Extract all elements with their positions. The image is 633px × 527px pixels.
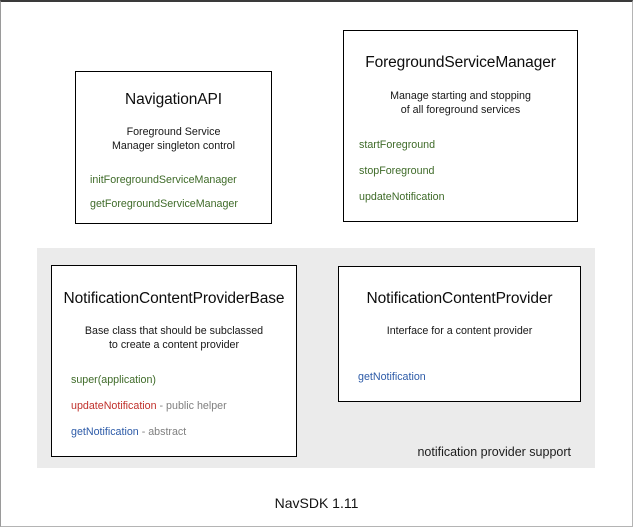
member-row[interactable]: initForegroundServiceManager xyxy=(90,174,271,186)
member-note: - abstract xyxy=(138,426,187,439)
member-row[interactable]: updateNotification - public helper xyxy=(71,400,296,412)
class-box-navigation-api[interactable]: NavigationAPI Foreground Service Manager… xyxy=(75,71,272,224)
member-name: startForeground xyxy=(359,139,436,152)
member-name: stopForeground xyxy=(359,165,435,178)
member-list-notification-content-provider: getNotification xyxy=(339,371,580,383)
member-row[interactable]: startForeground xyxy=(359,139,577,151)
member-name: super(application) xyxy=(71,374,156,387)
class-description-notification-content-provider: Interface for a content provider xyxy=(339,324,580,338)
member-row[interactable]: super(application) xyxy=(71,374,296,386)
class-box-notification-content-provider[interactable]: NotificationContentProvider Interface fo… xyxy=(338,266,581,402)
class-description-foreground-service-manager: Manage starting and stopping of all fore… xyxy=(344,89,577,117)
class-description-line: Manager singleton control xyxy=(112,140,235,153)
member-row[interactable]: getForegroundServiceManager xyxy=(90,198,271,210)
class-title-navigation-api: NavigationAPI xyxy=(125,91,222,108)
class-box-notification-content-provider-base[interactable]: NotificationContentProviderBase Base cla… xyxy=(51,265,297,457)
class-description-line: of all foreground services xyxy=(400,104,521,117)
member-list-navigation-api: initForegroundServiceManager getForegrou… xyxy=(76,174,271,210)
member-row[interactable]: getNotification - abstract xyxy=(71,426,296,438)
class-description-line: Base class that should be subclassed xyxy=(84,325,264,337)
member-row[interactable]: getNotification xyxy=(358,371,580,383)
class-title-notification-content-provider: NotificationContentProvider xyxy=(366,290,553,307)
class-description-line: to create a content provider xyxy=(108,339,240,352)
class-description-notification-content-provider-base: Base class that should be subclassed to … xyxy=(52,324,296,352)
member-row[interactable]: stopForeground xyxy=(359,165,577,177)
footer-caption: NavSDK 1.11 xyxy=(274,495,359,511)
member-name: getForegroundServiceManager xyxy=(90,198,238,211)
member-name: initForegroundServiceManager xyxy=(90,174,237,187)
class-box-foreground-service-manager[interactable]: ForegroundServiceManager Manage starting… xyxy=(343,30,578,222)
member-name: updateNotification xyxy=(359,191,445,204)
class-description-line: Interface for a content provider xyxy=(386,325,533,337)
member-note: - public helper xyxy=(156,400,227,413)
class-description-line: Manage starting and stopping xyxy=(390,90,531,102)
member-name: getNotification xyxy=(71,426,139,439)
class-title-notification-content-provider-base: NotificationContentProviderBase xyxy=(63,290,285,307)
member-name: updateNotification xyxy=(71,400,157,413)
class-title-foreground-service-manager: ForegroundServiceManager xyxy=(365,54,556,71)
member-list-notification-content-provider-base: super(application) updateNotification - … xyxy=(52,374,296,438)
class-description-navigation-api: Foreground Service Manager singleton con… xyxy=(76,125,271,153)
member-row[interactable]: updateNotification xyxy=(359,191,577,203)
member-name: getNotification xyxy=(358,371,426,384)
member-list-foreground-service-manager: startForeground stopForeground updateNot… xyxy=(344,139,577,203)
group-label-notification-provider-support: notification provider support xyxy=(417,445,571,459)
class-description-line: Foreground Service xyxy=(126,126,221,138)
